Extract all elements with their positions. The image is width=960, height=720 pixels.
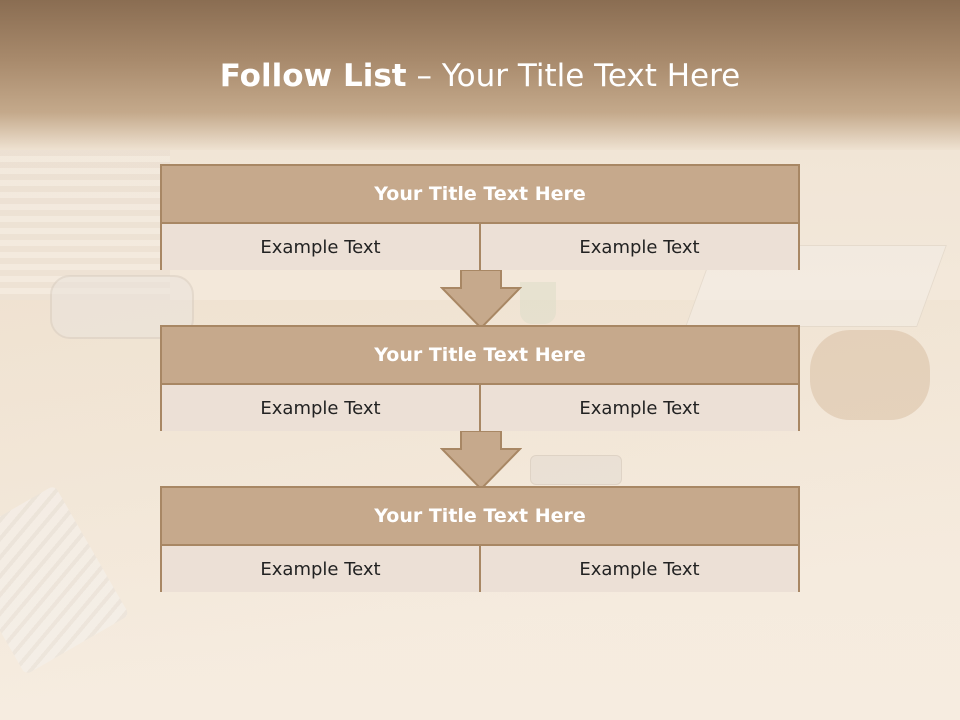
block-cell-right: Example Text bbox=[479, 224, 798, 270]
block-row: Example Text Example Text bbox=[162, 224, 798, 270]
block-cell-right: Example Text bbox=[479, 385, 798, 431]
mobile-phone bbox=[530, 455, 622, 485]
page-title-bold: Follow List bbox=[219, 58, 407, 94]
block-cell-right: Example Text bbox=[479, 546, 798, 592]
block-cell-left: Example Text bbox=[260, 558, 381, 580]
page-title-rest: – Your Title Text Here bbox=[406, 58, 741, 94]
list-block-1: Your Title Text Here Example Text Exampl… bbox=[160, 164, 800, 270]
block-row: Example Text Example Text bbox=[162, 546, 798, 592]
block-cell-left: Example Text bbox=[260, 397, 381, 419]
block-title: Your Title Text Here bbox=[162, 488, 798, 546]
block-row: Example Text Example Text bbox=[162, 385, 798, 431]
block-title: Your Title Text Here bbox=[162, 327, 798, 385]
coffee-cup bbox=[520, 282, 556, 324]
block-title: Your Title Text Here bbox=[162, 166, 798, 224]
header-band bbox=[0, 0, 960, 150]
list-block-2: Your Title Text Here Example Text Exampl… bbox=[160, 325, 800, 431]
down-arrow-icon bbox=[440, 270, 522, 330]
page-title: Follow List – Your Title Text Here bbox=[0, 56, 960, 96]
block-cell-left: Example Text bbox=[260, 236, 381, 258]
down-arrow-icon bbox=[440, 431, 522, 491]
list-block-3: Your Title Text Here Example Text Exampl… bbox=[160, 486, 800, 592]
hand bbox=[810, 330, 930, 420]
